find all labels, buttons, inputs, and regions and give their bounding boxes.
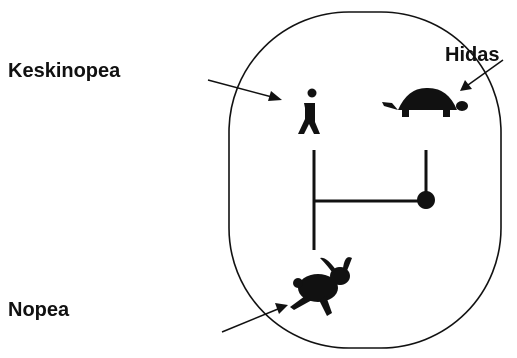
arrow-medium: [207, 79, 282, 101]
label-medium-speed: Keskinopea: [8, 60, 121, 82]
callout-arrows: [207, 59, 504, 333]
label-fast-speed: Nopea: [8, 299, 70, 321]
rabbit-icon: [290, 257, 352, 316]
label-slow-speed: Hidas: [445, 44, 500, 66]
walking-person-icon: [298, 88, 320, 134]
selector-knob-icon: [417, 191, 435, 209]
shift-gate: [312, 150, 428, 250]
arrow-fast: [221, 303, 288, 333]
arrow-slow: [460, 59, 504, 91]
selector-outline: [228, 11, 502, 349]
turtle-icon: [382, 87, 468, 117]
